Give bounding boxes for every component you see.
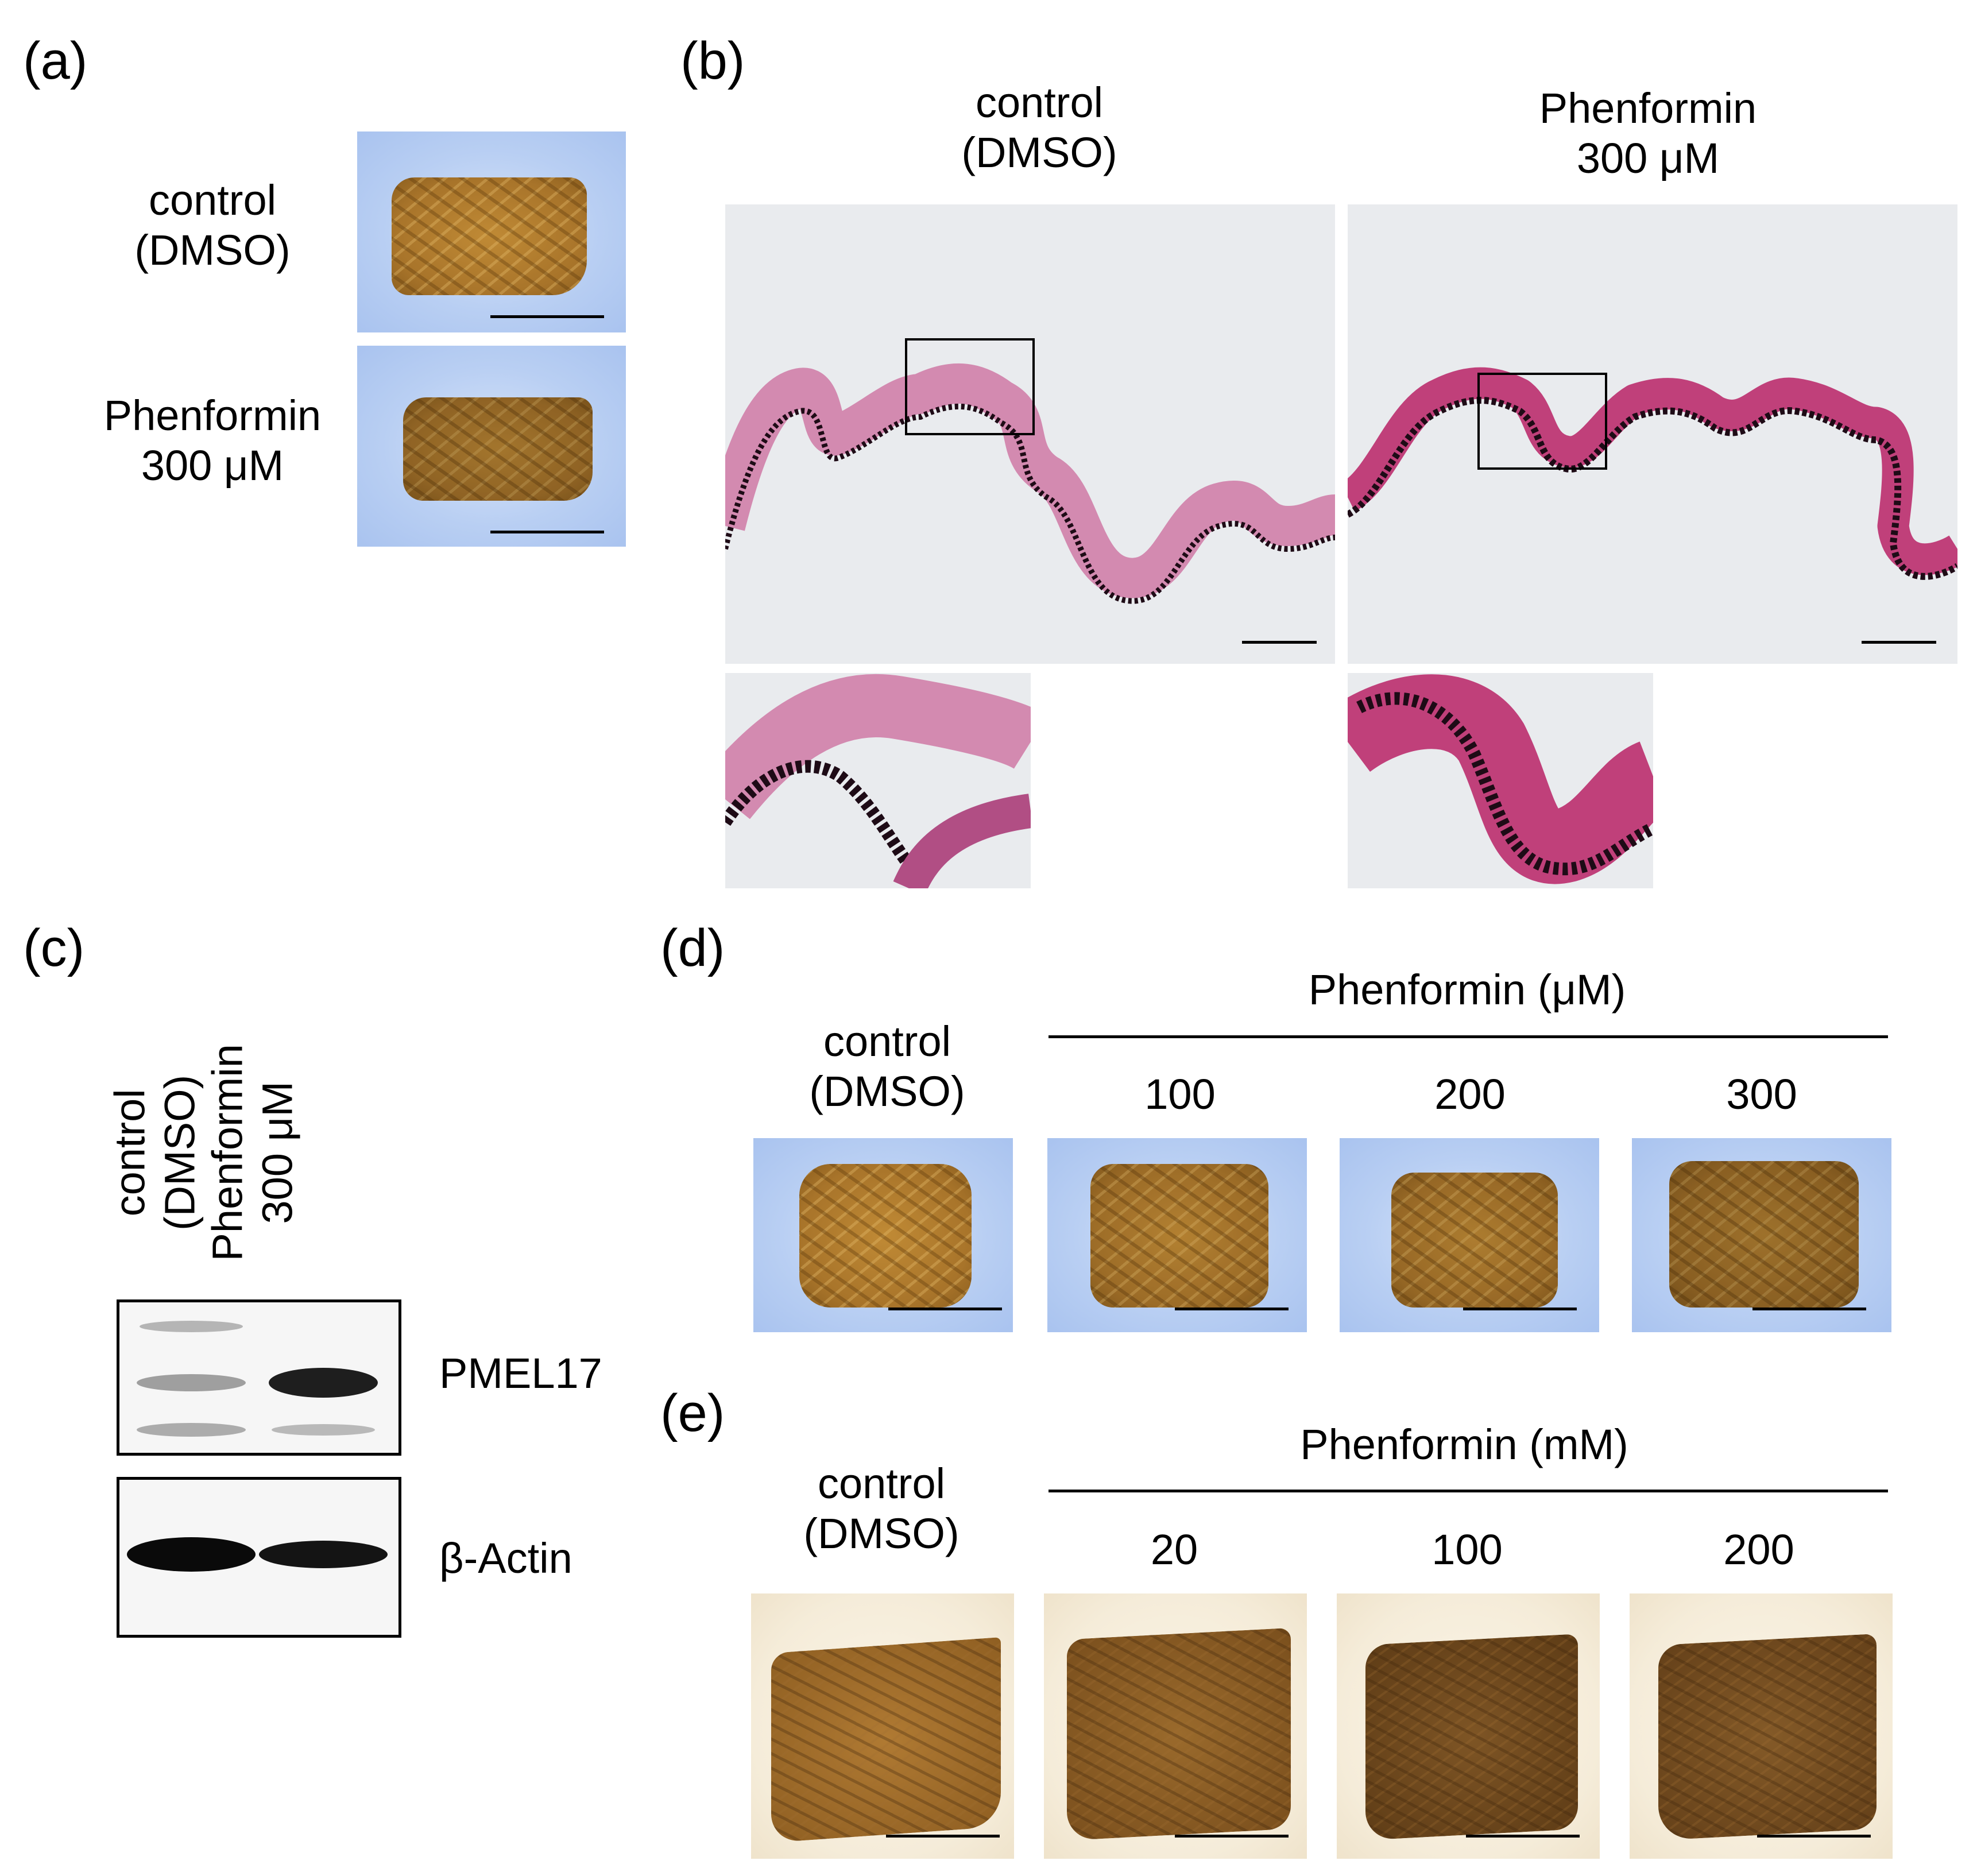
panel-e-dose-label: 200 xyxy=(1723,1526,1794,1573)
skin-tissue xyxy=(1658,1634,1877,1840)
panel-e-label: (e) xyxy=(660,1384,725,1442)
panel-d-dose-label: 300 xyxy=(1726,1070,1797,1118)
panel-d-group-line xyxy=(1049,1035,1888,1038)
band-label-actin: β-Actin xyxy=(439,1534,572,1582)
histology-control-inset xyxy=(725,673,1031,888)
panel-d-label: (d) xyxy=(660,919,725,977)
label-line: Phenformin xyxy=(1539,84,1757,132)
histology-control xyxy=(725,204,1335,664)
panel-d-control-label: control (DMSO) xyxy=(758,1016,1016,1117)
panel-e-20-photo xyxy=(1044,1593,1307,1859)
blot-pmel17-svg xyxy=(137,1321,378,1437)
label-line: control xyxy=(975,79,1104,126)
skin-tissue xyxy=(1669,1161,1859,1308)
skin-tissue xyxy=(799,1164,972,1308)
scale-bar xyxy=(1752,1308,1866,1310)
scale-bar xyxy=(1463,1308,1577,1310)
scale-bar xyxy=(888,1308,1002,1310)
scale-bar xyxy=(490,315,604,318)
panel-a-control-photo xyxy=(357,131,626,332)
label-line: (DMSO) xyxy=(134,226,291,274)
skin-tissue xyxy=(1391,1173,1558,1308)
skin-tissue xyxy=(771,1637,1001,1843)
skin-tissue xyxy=(1067,1627,1291,1841)
scale-bar xyxy=(490,531,604,533)
label-line: control xyxy=(106,1089,154,1217)
panel-e-control-photo xyxy=(751,1593,1014,1859)
panel-d-300-photo xyxy=(1632,1138,1891,1332)
panel-e-group-line xyxy=(1049,1490,1888,1492)
label-line: (DMSO) xyxy=(809,1067,965,1116)
scale-bar xyxy=(886,1835,1000,1838)
blot-pmel17 xyxy=(117,1299,401,1456)
label-line: 300 μM xyxy=(1576,134,1720,183)
scale-bar xyxy=(1175,1308,1289,1310)
panel-a-phenformin-photo xyxy=(357,346,626,547)
panel-e-dose-label: 100 xyxy=(1432,1526,1503,1573)
inset-control-svg xyxy=(725,674,1031,888)
label-line: (DMSO) xyxy=(156,1074,204,1231)
scale-bar xyxy=(1175,1835,1289,1838)
inset-phenformin-svg xyxy=(1348,674,1653,884)
panel-b-label: (b) xyxy=(680,32,745,90)
skin-tissue xyxy=(1365,1634,1578,1840)
label-line: control xyxy=(823,1018,951,1065)
panel-c-label: (c) xyxy=(23,919,85,977)
panel-a-control-label: control (DMSO) xyxy=(86,175,339,276)
histology-phenformin-svg xyxy=(1348,367,1957,644)
band-label-pmel17: PMEL17 xyxy=(439,1349,602,1397)
lane-label-phenformin: Phenformin 300 μM xyxy=(203,1020,303,1285)
skin-tissue xyxy=(403,397,593,501)
label-line: control xyxy=(148,176,277,224)
label-line: 300 μM xyxy=(254,1081,301,1224)
panel-d-dose-label: 200 xyxy=(1434,1070,1506,1118)
label-line: (DMSO) xyxy=(961,129,1117,177)
label-line: Phenformin xyxy=(103,392,322,439)
panel-d-control-photo xyxy=(753,1138,1013,1332)
scale-bar xyxy=(1757,1835,1871,1838)
scale-bar xyxy=(1466,1835,1580,1838)
panel-a-label: (a) xyxy=(23,32,88,90)
histology-phenformin-inset xyxy=(1348,673,1653,888)
panel-d-100-photo xyxy=(1047,1138,1307,1332)
panel-e-group-title: Phenformin (mM) xyxy=(1300,1421,1628,1468)
panel-b-phenformin-header: Phenformin 300 μM xyxy=(1499,83,1797,184)
panel-e-dose-label: 20 xyxy=(1150,1526,1198,1573)
histology-control-svg xyxy=(725,338,1335,644)
panel-d-dose-label: 100 xyxy=(1144,1070,1216,1118)
panel-e-200-photo xyxy=(1630,1593,1893,1859)
lane-label-control: control (DMSO) xyxy=(105,1026,206,1279)
label-line: control xyxy=(817,1460,946,1507)
skin-tissue xyxy=(392,177,587,295)
skin-tissue xyxy=(1090,1164,1268,1308)
panel-e-control-label: control (DMSO) xyxy=(752,1459,1011,1559)
histology-phenformin xyxy=(1348,204,1957,664)
blot-actin-svg xyxy=(127,1537,388,1572)
blot-actin xyxy=(117,1477,401,1638)
panel-b-control-header: control (DMSO) xyxy=(896,78,1183,178)
label-line: (DMSO) xyxy=(803,1510,960,1558)
panel-e-100-photo xyxy=(1337,1593,1600,1859)
label-line: 300 μM xyxy=(141,442,284,490)
label-line: Phenformin xyxy=(203,1044,252,1262)
panel-d-group-title: Phenformin (μM) xyxy=(1308,966,1626,1014)
panel-a-phenformin-label: Phenformin 300 μM xyxy=(86,390,339,491)
panel-d-200-photo xyxy=(1340,1138,1599,1332)
panel-c-lane-labels: control (DMSO) Phenformin 300 μM xyxy=(106,1016,379,1269)
